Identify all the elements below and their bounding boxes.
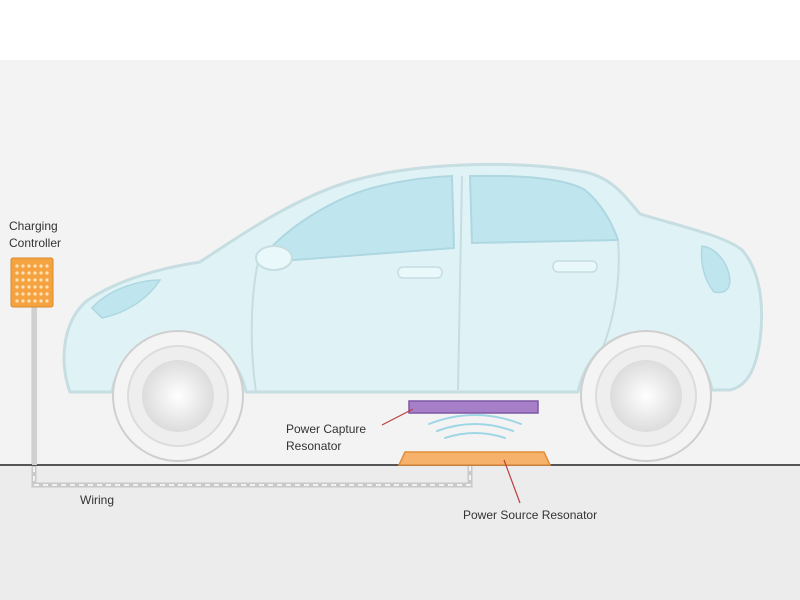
wiring-label: Wiring — [80, 493, 115, 507]
car-illustration — [62, 162, 764, 394]
power-capture-label-line1: Power Capture — [286, 422, 367, 436]
front-wheel — [112, 330, 244, 462]
power-capture-label-line2: Resonator — [286, 439, 342, 453]
power-source-resonator-label: Power Source Resonator — [463, 508, 598, 522]
background-top — [0, 0, 800, 60]
charging-controller-label: Charging Controller — [9, 218, 61, 252]
wireless-signal-icon — [428, 414, 522, 439]
charging-controller-label-line2: Controller — [9, 236, 62, 250]
charging-controller-icon — [10, 257, 54, 308]
controller-pole — [32, 305, 37, 465]
rear-wheel — [580, 330, 712, 462]
power-capture-resonator — [408, 400, 539, 414]
charging-controller-label-line1: Charging — [9, 219, 58, 233]
capture-pointer-line — [381, 408, 414, 426]
rear-window — [468, 174, 620, 245]
door-seam-front-edge — [250, 261, 259, 393]
side-mirror — [255, 245, 293, 271]
headlight — [90, 279, 162, 319]
power-capture-resonator-label: Power Capture Resonator — [286, 421, 366, 455]
door-handle-front — [397, 266, 443, 279]
door-handle-rear — [552, 260, 598, 273]
taillight — [700, 245, 731, 294]
front-window — [255, 174, 456, 263]
source-pointer-line — [503, 459, 521, 504]
power-source-resonator — [397, 451, 552, 466]
door-seam-front — [457, 175, 463, 391]
